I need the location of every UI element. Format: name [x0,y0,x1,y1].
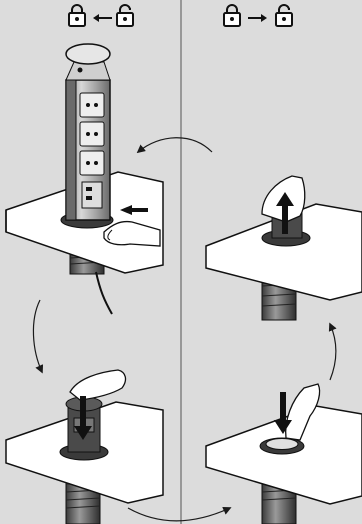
step-pull-up [205,175,362,321]
pull-up-arrow-icon [276,192,294,234]
header-right [223,4,293,27]
padlock-unlocked-icon [116,4,134,27]
flow-arrow-1 [136,137,213,154]
press-arrow-icon [274,392,292,434]
push-arrow-icon [120,205,148,215]
step-press-down [5,369,164,524]
push-down-arrow-icon [74,396,92,440]
padlock-unlocked-icon [275,4,293,27]
step-press-cap [205,383,362,524]
flow-arrow-2 [32,299,44,374]
arrow-right-icon [248,14,267,22]
arrow-left-icon [93,14,112,22]
padlock-locked-icon [68,4,86,27]
header-left [68,4,134,27]
flow-arrow-4 [328,322,337,381]
flow-arrow-3 [127,506,232,522]
padlock-locked-icon [223,4,241,27]
step-tower-raised [5,43,164,315]
